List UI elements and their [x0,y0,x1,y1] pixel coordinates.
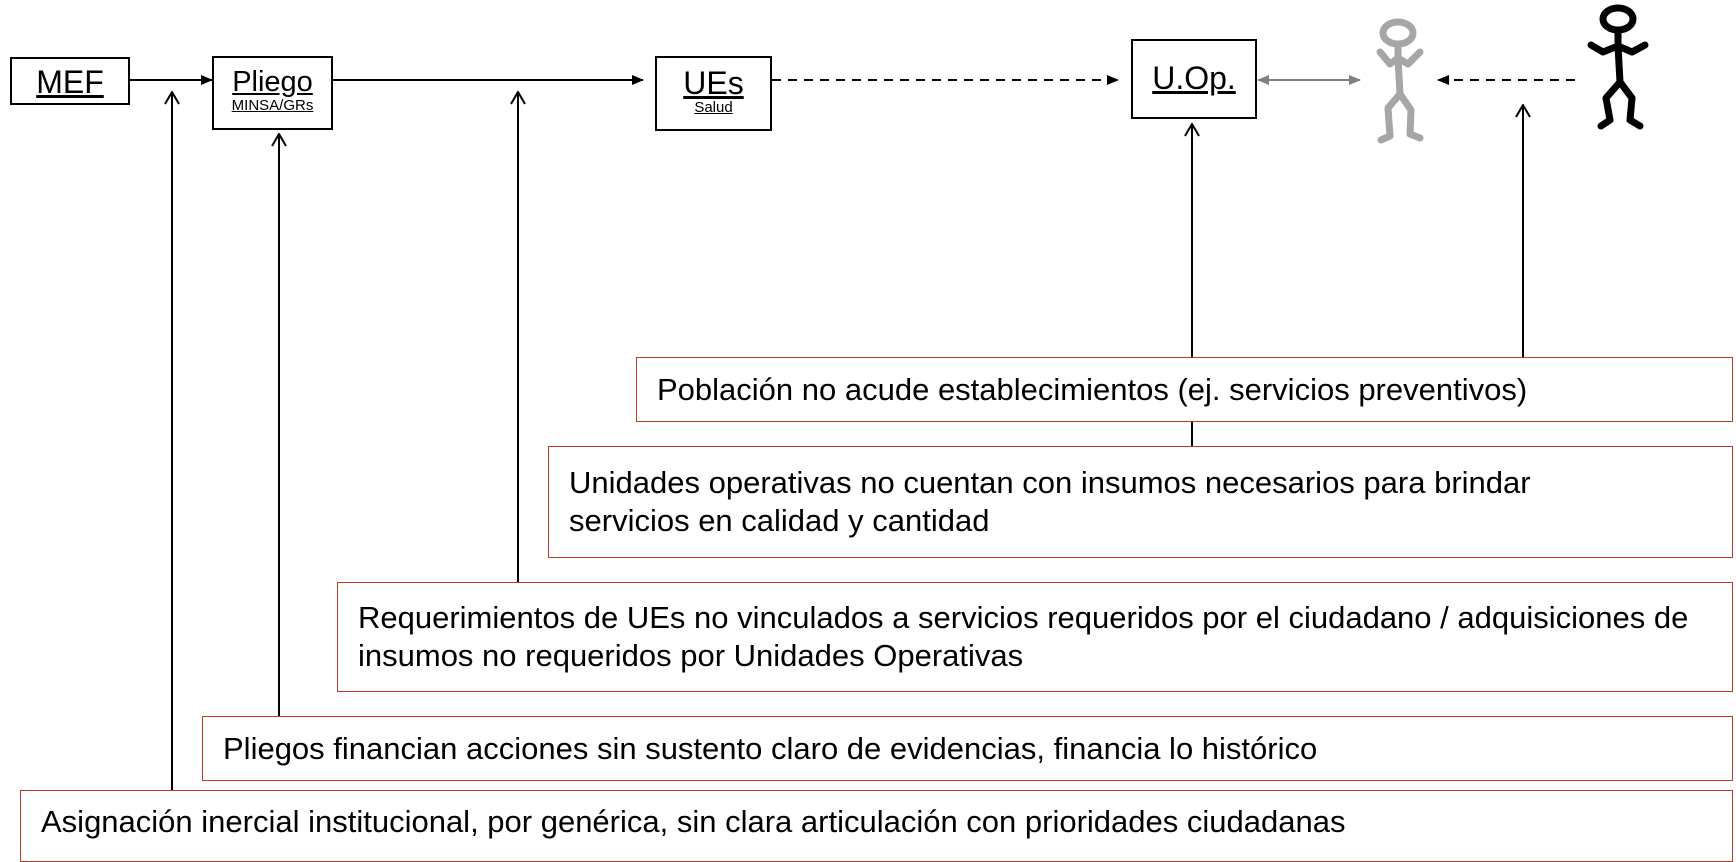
problem-unidades: Unidades operativas no cuentan con insum… [548,446,1733,558]
problem-pliegos-text: Pliegos financian acciones sin sustento … [223,730,1318,766]
problem-poblacion-text: Población no acude establecimientos (ej.… [657,371,1528,407]
node-uop: U.Op. [1131,39,1257,119]
node-ues-sub: Salud [694,99,733,116]
node-ues: UEs Salud [655,56,772,131]
stick-figure-citizen-gray-icon [1376,18,1424,144]
node-pliego-sub: MINSA/GRs [231,97,314,114]
node-uop-label: U.Op. [1152,60,1236,96]
problem-pliegos: Pliegos financian acciones sin sustento … [202,716,1733,781]
node-pliego-label: Pliego [232,66,313,98]
node-mef-label: MEF [36,64,104,100]
problem-asignacion-text: Asignación inercial institucional, por g… [41,804,1346,839]
problem-requerimientos: Requerimientos de UEs no vinculados a se… [337,582,1733,692]
node-pliego: Pliego MINSA/GRs [212,56,333,130]
stick-figure-citizen-black-icon [1587,4,1649,130]
node-ues-label: UEs [683,65,744,101]
node-mef: MEF [10,57,130,105]
problem-poblacion: Población no acude establecimientos (ej.… [636,357,1733,422]
problem-unidades-text: Unidades operativas no cuentan con insum… [569,465,1531,538]
problem-asignacion: Asignación inercial institucional, por g… [20,790,1733,862]
problem-requerimientos-text: Requerimientos de UEs no vinculados a se… [358,600,1689,673]
